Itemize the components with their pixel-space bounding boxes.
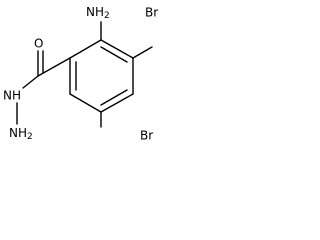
ring-bond-c3-c4 (100, 93, 134, 113)
carbonyl-oxygen-label: O (34, 37, 43, 51)
bromo-bottom-label: Br (140, 129, 153, 143)
ring-double-bond-inner-1 (100, 46, 128, 63)
bromo-top-bond (132, 46, 153, 59)
ring-bond-c6-c1 (69, 39, 102, 59)
ring-bond-c1-c2 (100, 39, 134, 59)
bromo-top-label: Br (145, 6, 158, 20)
ring-bond-c4-c5 (69, 93, 102, 113)
structure-diagram: NH2 Br Br O NH NH2 (3, 5, 158, 143)
hydrazide-nh-label: NH (3, 89, 21, 103)
hydrazide-nh2-label: NH2 (9, 126, 33, 142)
amino-label: NH2 (86, 5, 110, 21)
amide-n-bond (22, 75, 39, 89)
ring-double-bond-inner-2 (100, 89, 128, 106)
